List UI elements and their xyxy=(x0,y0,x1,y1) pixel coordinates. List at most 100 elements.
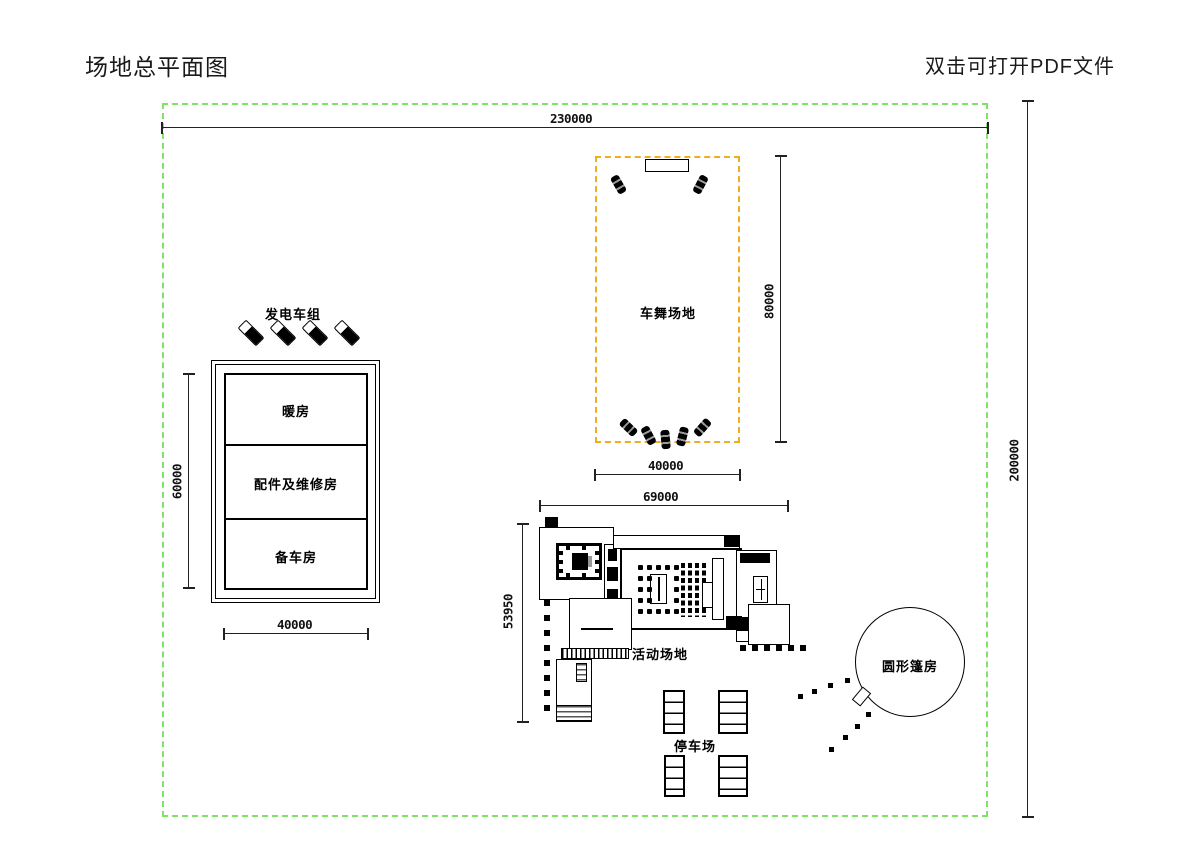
table-marker xyxy=(638,609,643,614)
table-marker xyxy=(638,587,643,592)
path-dot xyxy=(828,683,833,688)
seat-rows xyxy=(688,563,692,617)
dim-site-height: 200000 xyxy=(1006,439,1022,482)
seat-rows xyxy=(695,563,699,617)
dim-line-service-width xyxy=(223,628,369,640)
bollard-dot xyxy=(544,705,550,711)
dim-service-width: 40000 xyxy=(277,617,313,632)
bollard-dot xyxy=(776,645,782,651)
table-marker xyxy=(674,576,679,581)
bollard-dot xyxy=(544,600,550,606)
room-label-spare-car: 备车房 xyxy=(274,550,317,565)
kitchen-equipment-dot xyxy=(566,573,570,577)
dim-line-activity-height xyxy=(517,523,529,723)
dim-service-height: 60000 xyxy=(169,463,185,500)
south-corridor xyxy=(556,659,592,722)
dance-stage xyxy=(645,159,689,172)
kitchen-equipment-dot xyxy=(559,551,563,555)
open-pdf-hint: 双击可打开PDF文件 xyxy=(925,56,1115,78)
parking-label: 停车场 xyxy=(674,739,717,754)
kitchen-room xyxy=(556,543,602,580)
kitchen-equipment-dot xyxy=(595,560,599,564)
table-marker xyxy=(638,598,643,603)
table-marker xyxy=(674,609,679,614)
wall-block xyxy=(726,616,742,630)
dance-area-boundary xyxy=(595,156,740,443)
path-dot xyxy=(866,712,871,717)
path-dot xyxy=(845,678,850,683)
table-marker xyxy=(674,565,679,570)
dim-activity-height: 53950 xyxy=(500,593,516,630)
table-marker xyxy=(638,565,643,570)
room-label-warm-house: 暖房 xyxy=(281,404,310,419)
car-icon xyxy=(660,429,671,450)
table-marker xyxy=(647,576,652,581)
parking-block xyxy=(663,690,685,734)
table-marker xyxy=(674,587,679,592)
bollard-dot xyxy=(544,645,550,651)
hall-stage-step xyxy=(702,582,713,608)
path-dot xyxy=(855,724,860,729)
kitchen-equipment-dot xyxy=(595,551,599,555)
kitchen-equipment-dot xyxy=(559,569,563,573)
bollard-dot xyxy=(544,615,550,621)
table-marker xyxy=(647,609,652,614)
activity-southeast-room xyxy=(748,604,790,645)
hall-stage xyxy=(712,558,724,620)
path-dot xyxy=(843,735,848,740)
dim-dance-height: 80000 xyxy=(761,283,777,320)
bollard-dot xyxy=(544,660,550,666)
bollard-dot xyxy=(544,630,550,636)
dance-area-label: 车舞场地 xyxy=(640,306,697,321)
parking-block xyxy=(718,690,748,734)
dim-dance-width: 40000 xyxy=(648,458,684,473)
parking-block xyxy=(664,755,685,797)
wall-block xyxy=(724,536,740,547)
path-dot xyxy=(812,689,817,694)
table-marker xyxy=(665,609,670,614)
kitchen-equipment-dot xyxy=(582,573,586,577)
seat-rows xyxy=(681,563,685,617)
dim-line-activity-width xyxy=(539,500,789,512)
generator-area-label: 发电车组 xyxy=(265,307,322,322)
lobby-band xyxy=(613,535,740,549)
table-marker xyxy=(656,609,661,614)
kitchen-equipment-dot xyxy=(582,546,586,550)
table-marker xyxy=(674,598,679,603)
path-dot xyxy=(798,694,803,699)
table-marker xyxy=(647,587,652,592)
room-label-parts-repair: 配件及维修房 xyxy=(253,477,338,492)
kitchen-equipment-dot xyxy=(566,546,570,550)
table-marker xyxy=(665,565,670,570)
dim-line-site-width xyxy=(161,122,989,134)
site-boundary xyxy=(162,103,988,817)
bollard-dot xyxy=(544,690,550,696)
table-marker xyxy=(647,598,652,603)
dim-site-width: 230000 xyxy=(550,111,593,126)
bollard-dot xyxy=(788,645,794,651)
table-marker xyxy=(647,565,652,570)
activity-annex xyxy=(569,598,632,650)
annex-hatched-strip xyxy=(561,648,629,659)
dim-line-site-height xyxy=(1022,100,1034,818)
dim-line-dance-height xyxy=(775,155,787,443)
building-chimney xyxy=(545,517,558,528)
page-title: 场地总平面图 xyxy=(85,55,229,80)
service-building-rooms xyxy=(224,373,368,590)
hall-center-floor xyxy=(650,574,667,604)
tent-label: 圆形篷房 xyxy=(881,659,938,674)
east-wing-table xyxy=(753,576,768,603)
parking-block xyxy=(718,755,748,797)
dim-line-dance-width xyxy=(594,469,741,481)
table-marker xyxy=(656,565,661,570)
dim-activity-width: 69000 xyxy=(643,489,679,504)
bollard-dot xyxy=(764,645,770,651)
bollard-dot xyxy=(752,645,758,651)
activity-area-label: 活动场地 xyxy=(632,647,689,662)
bollard-dot xyxy=(544,675,550,681)
bollard-dot xyxy=(800,645,806,651)
kitchen-equipment-dot xyxy=(595,569,599,573)
kitchen-equipment-dot xyxy=(559,560,563,564)
bollard-dot xyxy=(740,645,746,651)
